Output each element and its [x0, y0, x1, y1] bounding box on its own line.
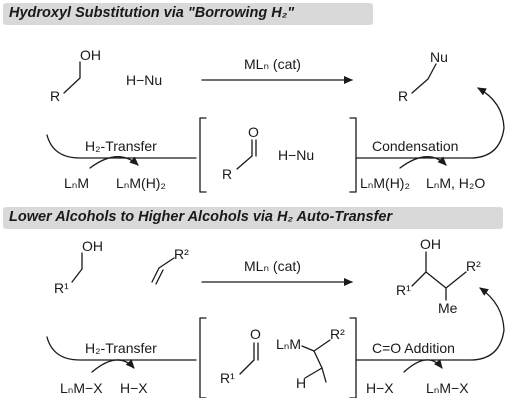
p2-left-curve — [46, 336, 197, 361]
p2-alkylmetal-bonds — [301, 339, 331, 352]
p1-int-o: O — [248, 124, 259, 140]
p2-int-o: O — [250, 326, 261, 342]
p1-alcohol-oh: OH — [80, 47, 101, 63]
p2-alcohol-oh: OH — [82, 238, 103, 254]
p2-left-curved-arrow — [91, 359, 135, 373]
p1-return-arrow — [355, 87, 505, 159]
p1-right-curved-arrow — [399, 156, 447, 169]
panel2-title: Lower Alcohols to Higher Alcohols via H₂… — [9, 209, 393, 225]
p1-left-bracket — [199, 117, 207, 193]
p2-aldehyde-bonds — [239, 359, 255, 375]
p2-product-oh: OH — [420, 236, 441, 252]
p1-left-curved-arrow — [89, 156, 139, 169]
p2-catalyst: MLₙ (cat) — [244, 258, 301, 274]
panel2-title-banner: Lower Alcohols to Higher Alcohols via H₂… — [3, 207, 503, 229]
p2-alcohol-r1: R¹ — [54, 280, 69, 296]
p2-int-r1: R¹ — [220, 370, 235, 386]
p2-left-bracket — [199, 317, 207, 398]
p2-product-r2: R² — [466, 258, 481, 274]
p1-step-right: Condensation — [372, 138, 459, 154]
p2-product-me: Me — [438, 300, 458, 316]
p1-left-out: LₙM(H)₂ — [116, 175, 166, 191]
p1-alcohol-bonds — [63, 61, 81, 94]
p1-product-bonds — [411, 63, 437, 94]
p2-left-in: LₙM−X — [60, 380, 103, 396]
p1-nucleophile: H−Nu — [126, 72, 163, 88]
p1-int-nucleophile: H−Nu — [278, 147, 315, 163]
p2-return-arrow — [355, 287, 505, 361]
p1-product-r: R — [398, 88, 409, 104]
p1-right-out: LₙM, H₂O — [426, 175, 486, 191]
panel1-title: Hydroxyl Substitution via "Borrowing H₂" — [9, 5, 295, 21]
p2-product-bonds — [411, 271, 467, 289]
p2-left-out: H−X — [120, 380, 148, 396]
p2-int-lnm: LₙM — [276, 336, 302, 352]
p1-alcohol-r: R — [50, 88, 61, 104]
p1-left-in: LₙM — [64, 175, 90, 191]
p2-alcohol-bonds — [71, 252, 83, 283]
p2-alkene-r2: R² — [174, 246, 189, 262]
p1-left-curve — [46, 134, 197, 159]
p1-int-r: R — [222, 166, 233, 182]
p2-right-in: H−X — [366, 380, 394, 396]
panel1-title-banner: Hydroxyl Substitution via "Borrowing H₂" — [3, 3, 373, 25]
p2-right-curved-arrow — [403, 359, 443, 373]
p2-right-bracket — [349, 317, 357, 398]
p1-catalyst: MLₙ (cat) — [244, 56, 301, 72]
p2-step-left: H₂-Transfer — [85, 340, 157, 356]
p1-product-nu: Nu — [430, 49, 448, 65]
p2-int-h: H — [296, 375, 307, 391]
p1-step-left: H₂-Transfer — [85, 138, 157, 154]
p1-right-bracket — [349, 117, 357, 193]
p2-right-out: LₙM−X — [426, 380, 469, 396]
p2-alkene-bonds — [151, 257, 175, 283]
p2-product-r1: R¹ — [396, 282, 411, 298]
p2-int-r2: R² — [330, 326, 345, 342]
p1-aldehyde-bonds — [236, 155, 253, 170]
p1-right-in: LₙM(H)₂ — [360, 175, 410, 191]
p2-step-right: C=O Addition — [372, 340, 455, 356]
